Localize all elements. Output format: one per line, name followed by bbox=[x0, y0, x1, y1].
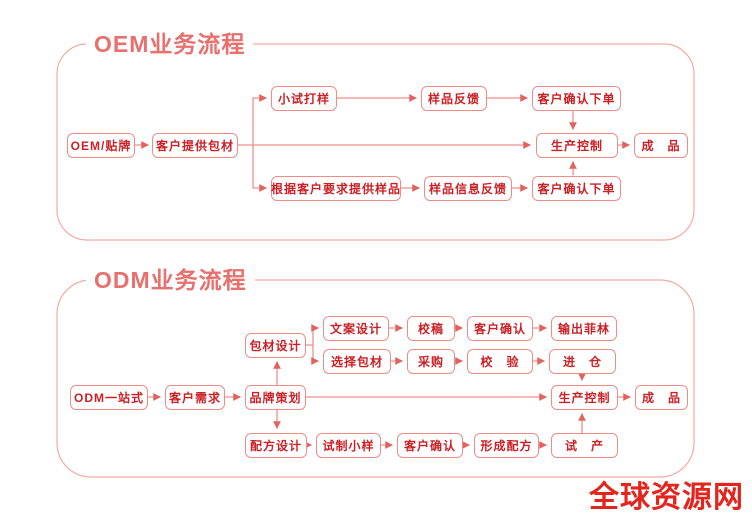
node-oem-custom-samples: 根据客户要求提供样品 bbox=[271, 176, 401, 201]
odm-flow-title: ODM业务流程 bbox=[86, 265, 255, 295]
odm-connectors bbox=[147, 324, 632, 449]
oem-frame bbox=[56, 43, 695, 241]
node-oem-confirm-order-bottom: 客户确认下单 bbox=[532, 176, 621, 201]
node-odm-packaging-design: 包材设计 bbox=[245, 333, 306, 358]
oem-flow-title: OEM业务流程 bbox=[86, 29, 254, 59]
node-oem-start: OEM/贴牌 bbox=[67, 133, 135, 158]
node-odm-brand-planning: 品牌策划 bbox=[245, 385, 306, 410]
node-odm-formula-formation: 形成配方 bbox=[474, 433, 539, 458]
node-oem-trial-sampling: 小试打样 bbox=[271, 86, 337, 111]
node-odm-packaging-selection: 选择包材 bbox=[323, 349, 391, 374]
node-odm-customer-confirm-formula: 客户确认 bbox=[397, 433, 463, 458]
node-oem-finished-product: 成 品 bbox=[634, 133, 688, 158]
node-oem-sample-feedback: 样品反馈 bbox=[421, 86, 487, 111]
odm-frame bbox=[56, 279, 695, 478]
node-odm-production-control: 生产控制 bbox=[551, 385, 618, 410]
node-odm-trial-production: 试 产 bbox=[551, 433, 618, 458]
node-odm-warehousing: 进 仓 bbox=[549, 349, 616, 374]
node-oem-confirm-order-top: 客户确认下单 bbox=[532, 86, 621, 111]
node-odm-purchasing: 采购 bbox=[407, 349, 455, 374]
node-oem-sample-info-feedback: 样品信息反馈 bbox=[424, 176, 512, 201]
node-odm-customer-needs: 客户需求 bbox=[165, 385, 225, 410]
node-odm-finished-product: 成 品 bbox=[635, 385, 688, 410]
node-odm-film-output: 输出菲林 bbox=[551, 316, 617, 341]
node-odm-formula-design: 配方设计 bbox=[245, 433, 307, 458]
node-odm-customer-confirm-pkg: 客户确认 bbox=[467, 316, 533, 341]
watermark-text: 全球资源网 bbox=[589, 481, 744, 514]
node-oem-production-control: 生产控制 bbox=[536, 133, 618, 158]
node-odm-start: ODM一站式 bbox=[70, 385, 148, 410]
node-odm-verification: 校 验 bbox=[467, 349, 533, 374]
node-oem-customer-packaging: 客户提供包材 bbox=[152, 133, 238, 158]
oem-connectors bbox=[134, 94, 631, 192]
node-odm-proofreading: 校稿 bbox=[407, 316, 455, 341]
node-odm-trial-sample: 试制小样 bbox=[316, 433, 381, 458]
node-odm-copy-design: 文案设计 bbox=[323, 316, 389, 341]
